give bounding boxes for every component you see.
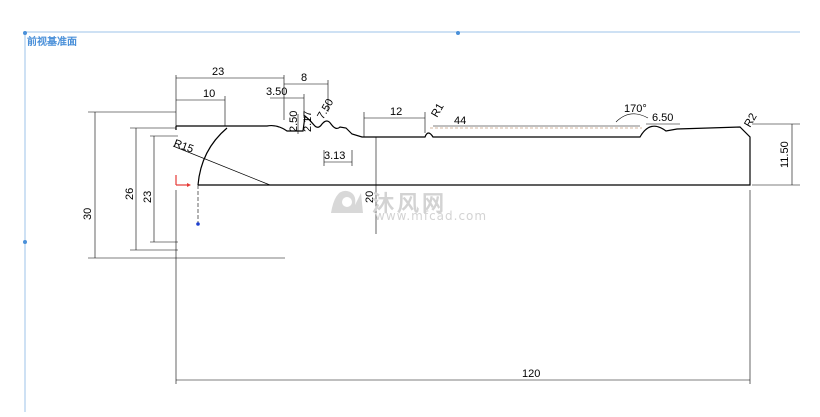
- dimension-lines: [88, 75, 800, 384]
- dim-r1[interactable]: R1: [429, 101, 446, 119]
- axis-point[interactable]: [196, 222, 200, 226]
- dim-11-50[interactable]: 11.50: [779, 141, 791, 168]
- frame-handle-top[interactable]: [456, 31, 460, 35]
- profile-outline: [176, 114, 751, 186]
- dim-8[interactable]: 8: [301, 72, 307, 84]
- dim-r15[interactable]: R15: [172, 138, 195, 156]
- plane-label: 前视基准面: [27, 37, 77, 48]
- arc-r15: [197, 127, 228, 186]
- dim-3-50[interactable]: 3.50: [266, 86, 287, 98]
- dim-6-50[interactable]: 6.50: [652, 112, 673, 124]
- dim-2-17[interactable]: 2.17: [302, 111, 314, 132]
- dim-170[interactable]: 170°: [624, 103, 647, 115]
- dim-20[interactable]: 20: [364, 191, 376, 203]
- dim-23[interactable]: 23: [212, 66, 224, 78]
- watermark-logo-icon: [331, 190, 363, 213]
- dim-3-13[interactable]: 3.13: [324, 150, 345, 162]
- frame-handle-left[interactable]: [23, 240, 27, 244]
- origin-marker: [175, 175, 191, 187]
- dim-r2[interactable]: R2: [742, 111, 759, 129]
- dim-26[interactable]: 26: [124, 188, 136, 200]
- dim-10[interactable]: 10: [203, 88, 215, 100]
- dim-2-50[interactable]: 2.50: [288, 111, 300, 132]
- dim-23-vertical[interactable]: 23: [142, 191, 154, 203]
- watermark-text: 沐风网: [372, 192, 448, 217]
- dim-30[interactable]: 30: [82, 208, 94, 220]
- dim-12[interactable]: 12: [390, 106, 402, 118]
- frame-handle-corner[interactable]: [23, 31, 27, 35]
- construction-line-r15: [172, 145, 271, 186]
- dim-120[interactable]: 120: [522, 368, 540, 380]
- dim-44[interactable]: 44: [454, 115, 466, 127]
- watermark-url: www.mfcad.com: [375, 209, 488, 223]
- dim-7-50[interactable]: 7.50: [315, 97, 336, 122]
